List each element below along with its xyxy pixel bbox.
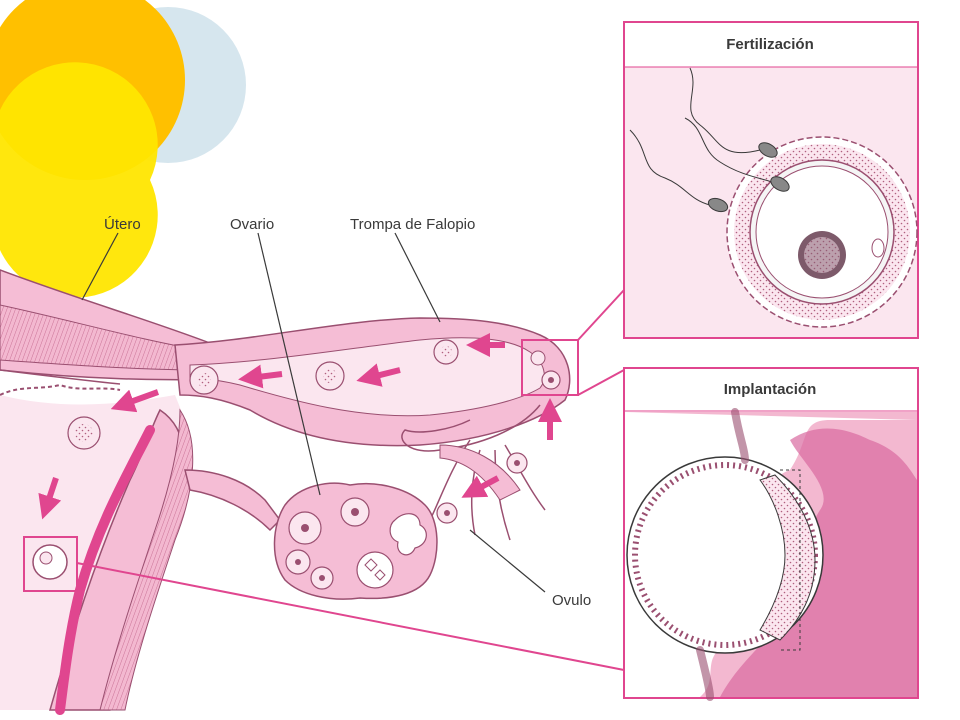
label-ovum: Ovulo xyxy=(552,592,591,609)
uterus xyxy=(0,269,223,715)
implantation-title: Implantación xyxy=(724,381,817,398)
decorative-circles xyxy=(0,0,246,298)
arrow-fimbria xyxy=(461,475,500,498)
arrow-tube-3 xyxy=(238,364,283,389)
callouts xyxy=(23,289,625,671)
implanting-embryo xyxy=(32,544,68,580)
label-ovary: Ovario xyxy=(230,216,274,233)
movement-arrows xyxy=(38,333,562,520)
arrow-uterus xyxy=(38,477,62,520)
sperm-cells xyxy=(629,67,790,213)
arrow-tube-4 xyxy=(110,389,160,413)
yellow-circle xyxy=(0,62,158,298)
arrow-tube-2 xyxy=(356,363,401,387)
label-fallopian-tube: Trompa de Falopio xyxy=(350,216,475,233)
leader-lines xyxy=(81,232,546,593)
tube-cells xyxy=(67,339,561,524)
fertilization-marker xyxy=(521,339,579,396)
implantation-panel: Implantación xyxy=(623,367,919,701)
ovary xyxy=(184,469,438,600)
fertilization-title: Fertilización xyxy=(726,36,814,53)
fertilization-panel: Fertilización xyxy=(623,21,919,339)
label-uterus: Útero xyxy=(104,216,141,233)
